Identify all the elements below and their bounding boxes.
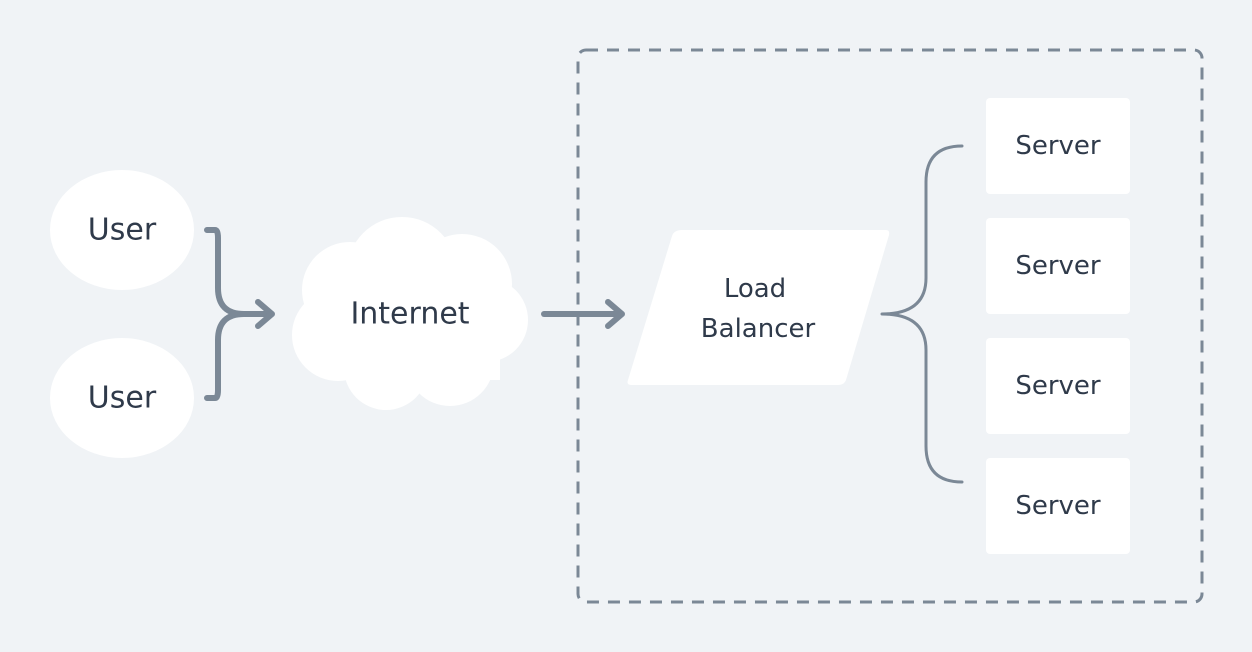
load-balancer-label-line1: Load [724, 274, 786, 304]
server-label-4: Server [1015, 491, 1101, 521]
server-node-1: Server [986, 98, 1130, 194]
server-label-3: Server [1015, 371, 1101, 401]
user-node-1: User [50, 170, 194, 290]
user-node-2: User [50, 338, 194, 458]
internet-label: Internet [350, 297, 469, 332]
server-cluster-boundary [576, 48, 1204, 604]
internet-node: Internet [292, 217, 528, 410]
server-label-2: Server [1015, 251, 1101, 281]
server-node-3: Server [986, 338, 1130, 434]
server-label-1: Server [1015, 131, 1101, 161]
user-label-1: User [88, 213, 157, 248]
arrowhead-icon [255, 299, 275, 329]
arrowhead-icon [605, 299, 625, 329]
users-to-internet-connector [204, 227, 275, 401]
load-balancer-label-line2: Balancer [701, 314, 816, 344]
internet-to-lb-connector [541, 299, 625, 329]
cloud-icon [292, 217, 528, 410]
user-label-2: User [88, 381, 157, 416]
load-balancer-node: Load Balancer [627, 230, 890, 385]
server-node-2: Server [986, 218, 1130, 314]
server-node-4: Server [986, 458, 1130, 554]
lb-to-servers-brace [880, 144, 964, 484]
